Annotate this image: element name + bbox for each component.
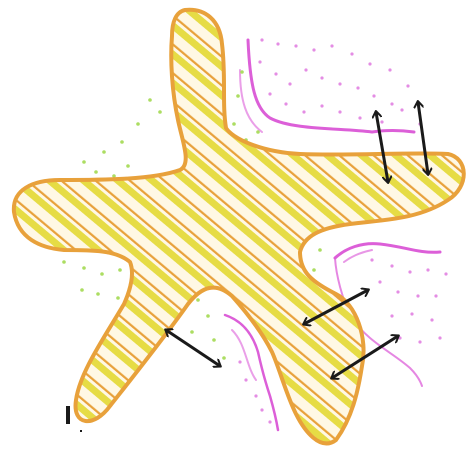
pink-region-top-right: [240, 40, 414, 132]
double-headed-arrow-left: [166, 330, 220, 366]
starfish-shape: [14, 10, 464, 444]
